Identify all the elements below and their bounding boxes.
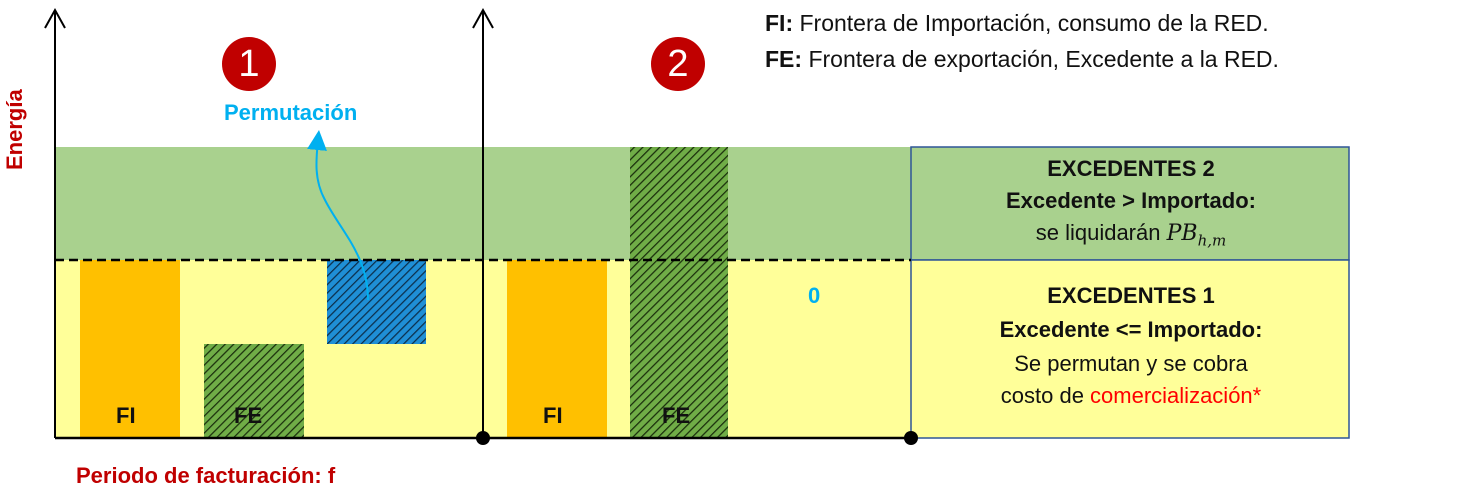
fi-label-1: FI [116, 403, 136, 428]
formula-base: PB [1166, 221, 1198, 246]
panel-excedentes-1-line1: Se permutan y se cobra [1014, 351, 1248, 376]
legend-fe-text: Frontera de exportación, Excedente a la … [802, 46, 1279, 72]
legend-fi-text: Frontera de Importación, consumo de la R… [793, 10, 1269, 36]
panel-excedentes-2-text-prefix: se liquidarán [1035, 220, 1167, 245]
legend-fe: FE: Frontera de exportación, Excedente a… [765, 46, 1279, 73]
legend-fi-key: FI: [765, 10, 794, 36]
fi-bar-2 [507, 260, 607, 438]
panel-excedentes-1-subtitle: Excedente <= Importado: [999, 317, 1263, 342]
y-axis-label: Energía [2, 89, 27, 170]
panel-excedentes-1-line2-prefix: costo de [1000, 383, 1091, 408]
panel-excedentes-2: EXCEDENTES 2 Excedente > Importado: se l… [912, 156, 1350, 249]
permutation-bar [327, 260, 426, 344]
fi-label-2: FI [543, 403, 563, 428]
badge-section-2: 2 [651, 37, 705, 91]
fe-bar-1 [204, 344, 304, 438]
panel-excedentes-2-title: EXCEDENTES 2 [1047, 156, 1215, 181]
panel-excedentes-1-title: EXCEDENTES 1 [1047, 283, 1215, 308]
badge-section-1: 1 [222, 37, 276, 91]
period-marker-2 [904, 431, 918, 445]
panel-excedentes-1-box [910, 259, 1350, 439]
panel-excedentes-1: EXCEDENTES 1 Excedente <= Importado: Se … [912, 283, 1350, 409]
panel-excedentes-2-subtitle: Excedente > Importado: [1005, 188, 1256, 213]
y-axis-1-arrowhead [44, 7, 66, 29]
x-axis-label: Periodo de facturación: f [76, 463, 336, 488]
panel-excedentes-2-formula: PBh,m [1166, 221, 1227, 250]
panel-excedentes-2-text: se liquidarán PBh,m [912, 220, 1350, 249]
fe-label-1: FE [234, 403, 263, 428]
formula-subscript: h,m [1197, 231, 1227, 250]
fi-bar-1 [80, 260, 180, 438]
panel-excedentes-1-highlight: comercialización* [1090, 383, 1262, 408]
permutation-label: Permutación [224, 100, 358, 125]
zero-label: 0 [808, 283, 821, 308]
fe-bar-2 [630, 147, 728, 438]
legend-fe-key: FE: [765, 46, 803, 72]
legend-fi: FI: Frontera de Importación, consumo de … [765, 10, 1269, 37]
fe-label-2: FE [662, 403, 691, 428]
period-marker-1 [476, 431, 490, 445]
permutation-arrow [307, 130, 369, 301]
y-axis-2-arrowhead [472, 7, 494, 29]
panel-excedentes-1-line2: costo de comercialización* [912, 383, 1350, 409]
